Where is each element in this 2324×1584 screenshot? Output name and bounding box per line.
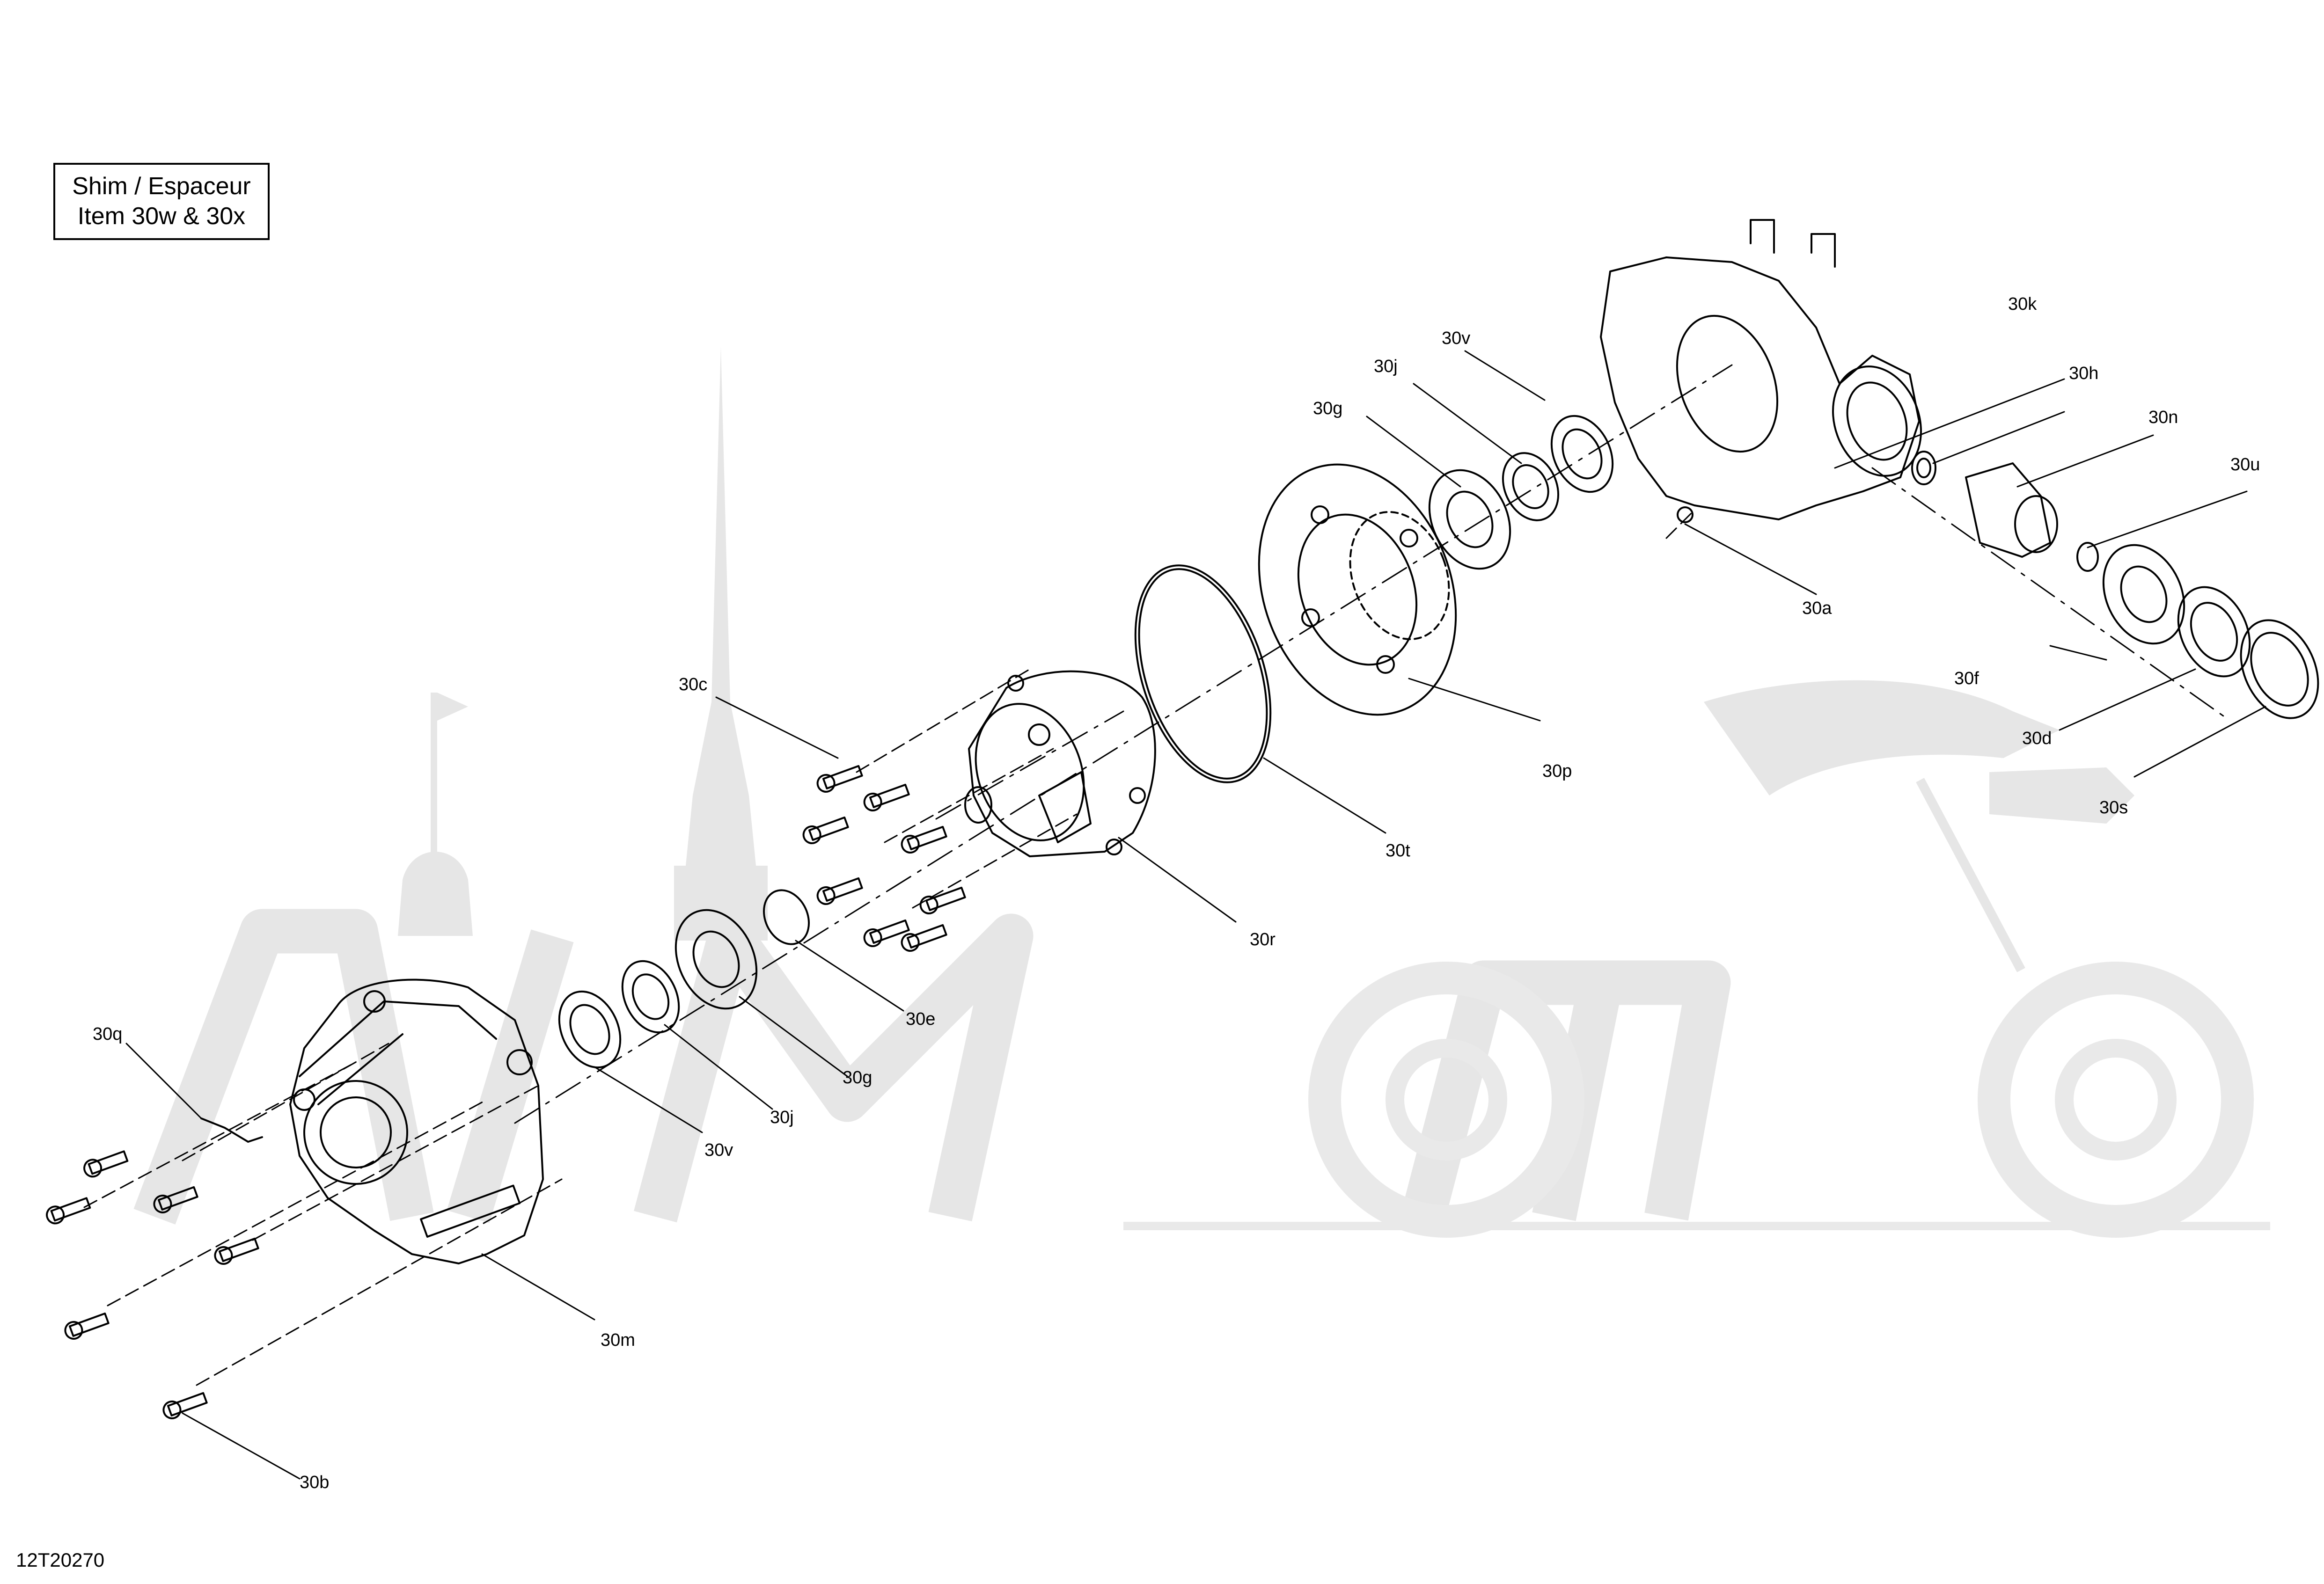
label-30f: 30f <box>1954 669 1979 688</box>
part-30m-cover <box>289 978 544 1264</box>
label-30v-bottom: 30v <box>704 1140 733 1160</box>
part-30n-pinion <box>1965 462 2058 558</box>
callout-labels: 30a 30b 30c 30d 30e 30f 30g 30g 30h 30j … <box>93 294 2260 1492</box>
label-30n: 30n <box>2148 408 2178 427</box>
part-30g-bearing-lower <box>674 909 758 1010</box>
shim-legend-box: Shim / Espaceur Item 30w & 30x <box>53 163 270 240</box>
label-30j-top: 30j <box>1374 357 1398 376</box>
part-30b-screws <box>46 1150 259 1419</box>
part-30p-ring-gear <box>1258 463 1457 716</box>
label-30d: 30d <box>2022 729 2052 748</box>
label-30k: 30k <box>2008 294 2037 314</box>
part-30h-bushing <box>1911 451 1936 485</box>
label-30q: 30q <box>93 1024 122 1044</box>
part-30t-o-ring <box>1134 564 1272 783</box>
label-30h: 30h <box>2069 364 2098 383</box>
label-30g-bottom: 30g <box>843 1068 872 1088</box>
part-30c-screws <box>802 765 966 952</box>
part-30q-tube <box>200 1117 263 1143</box>
label-30v-top: 30v <box>1442 328 1470 348</box>
part-30d-nut <box>2177 586 2251 678</box>
label-30b: 30b <box>300 1473 329 1492</box>
main-axis-line <box>514 364 1733 1124</box>
label-30e: 30e <box>906 1009 935 1029</box>
part-30k-housing <box>1600 219 1922 523</box>
label-30m: 30m <box>601 1330 635 1350</box>
part-30j-bearing-lower <box>621 960 680 1034</box>
part-30v-seal-upper <box>1550 415 1614 493</box>
part-30j-bearing-upper <box>1502 452 1560 521</box>
part-30f-bearing <box>2102 544 2185 645</box>
part-30u-circlip <box>2076 542 2099 572</box>
callout-leaders <box>125 350 2266 1480</box>
label-30t: 30t <box>1386 841 1410 861</box>
label-30s: 30s <box>2099 798 2128 818</box>
part-30r-differential <box>964 670 1156 857</box>
figure-id: 12T20270 <box>16 1549 105 1571</box>
label-30a: 30a <box>1802 599 1832 618</box>
part-30v-seal-lower <box>558 990 622 1069</box>
part-30s-seal <box>2240 619 2319 719</box>
label-30p: 30p <box>1542 761 1572 781</box>
label-30u: 30u <box>2230 455 2260 474</box>
label-30g-top: 30g <box>1313 399 1342 418</box>
label-30r: 30r <box>1250 930 1276 949</box>
part-30g-bearing-upper <box>1428 469 1511 570</box>
legend-line-2: Item 30w & 30x <box>77 203 246 230</box>
label-30c: 30c <box>679 675 707 694</box>
label-30j-bottom: 30j <box>770 1108 794 1127</box>
legend-line-1: Shim / Espaceur <box>72 173 251 200</box>
